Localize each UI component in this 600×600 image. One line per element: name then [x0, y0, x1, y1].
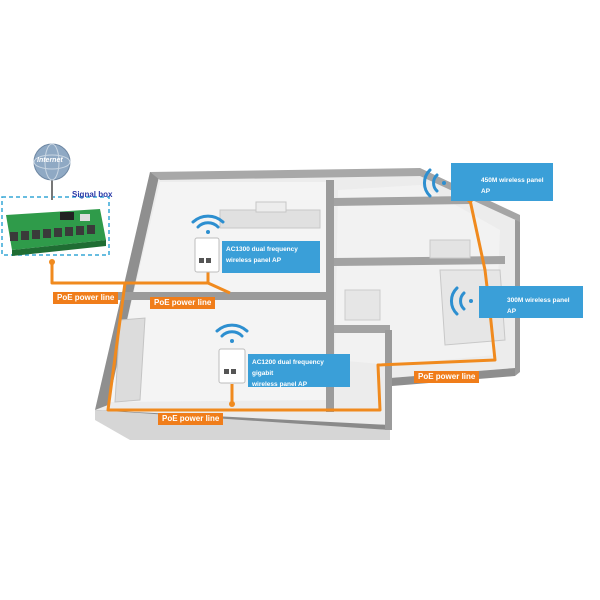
internet-label: Internet: [37, 157, 63, 164]
ap-label-1-line1: AC1300 dual frequency: [226, 246, 298, 253]
poe-label-2: PoE power line: [150, 297, 216, 309]
wifi-icon: [191, 214, 225, 234]
wifi-icon: [450, 286, 473, 316]
signal-box-title: Signal box: [72, 190, 113, 199]
poe-label-4: PoE power line: [414, 371, 480, 383]
signal-box: [1, 196, 110, 256]
wifi-icon: [423, 168, 446, 198]
ap-label-2-line1: AC1200 dual frequency gigabit: [252, 359, 324, 377]
wifi-icon: [215, 323, 249, 343]
ap-label-2-line2: wireless panel AP: [252, 381, 308, 388]
internet-globe-icon: [33, 143, 71, 200]
ap-label-4-line1: 300M wireless panel AP: [507, 297, 570, 315]
ap-label-1: AC1300 dual frequency wireless panel AP: [222, 241, 320, 273]
poe-label-3: PoE power line: [158, 413, 224, 425]
ap-label-1-line2: wireless panel AP: [226, 257, 282, 264]
ap-label-3: 450M wireless panel AP: [451, 163, 553, 201]
ap-device-2: [218, 348, 246, 384]
ap-label-2: AC1200 dual frequency gigabit wireless p…: [248, 354, 350, 388]
house-floorplan: [95, 168, 520, 440]
ap-device-1: [194, 237, 220, 273]
ethernet-ports: [10, 225, 95, 241]
ap-label-3-line1: 450M wireless panel AP: [481, 177, 544, 195]
ap-label-4: 300M wireless panel AP: [479, 286, 583, 318]
poe-label-1: PoE power line: [53, 292, 119, 304]
